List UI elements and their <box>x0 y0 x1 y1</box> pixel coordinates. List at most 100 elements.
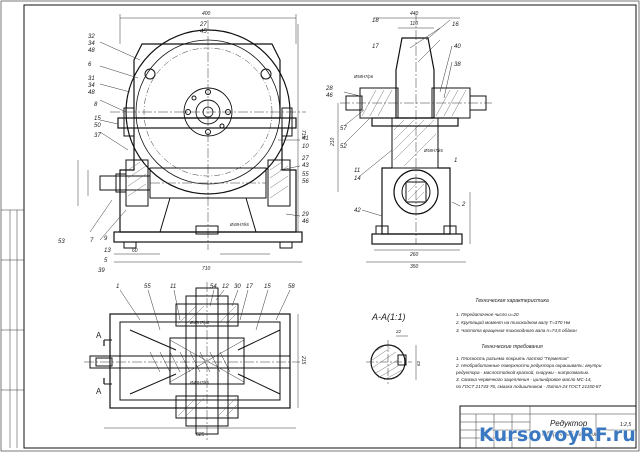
callout-s-5: 28 <box>325 86 333 92</box>
notes-req-3: 3. Смазка червячного зацепления - цилинд… <box>456 377 592 382</box>
callout-s-9: 11 <box>354 168 360 174</box>
callout-p-8: 58 <box>288 284 295 290</box>
callout-s-3: 40 <box>454 44 461 50</box>
notes-char-1: 2. Крутящий момент на тихоходном валу Т=… <box>455 319 571 325</box>
callout-fl-11: 7 <box>90 238 94 244</box>
callout-s-2: 16 <box>452 22 459 28</box>
dim-plan-width: 625 <box>196 432 205 438</box>
callout-fl-7: 8 <box>94 102 98 108</box>
notes-heading-req: Технические требования <box>481 344 543 350</box>
callout-ft-0: 27 <box>199 22 207 28</box>
callout-fr-2: 27 <box>301 156 309 162</box>
plan-view <box>84 282 300 440</box>
dim-plan-height: 215 <box>300 355 306 365</box>
front-callouts: 32 34 48 6 31 34 48 8 15 50 37 7 53 9 13… <box>58 22 309 274</box>
sheet-inner-frame <box>23 4 637 449</box>
side-callouts: 18 17 16 40 38 28 46 57 52 11 14 1 2 42 <box>325 18 466 214</box>
callout-fr-5: 56 <box>302 179 309 185</box>
dim-section-top: 22 <box>395 329 402 334</box>
callout-fr-1: 10 <box>302 144 309 150</box>
callout-fl-15: 5 <box>104 258 108 264</box>
callout-fl-3: 6 <box>88 62 92 68</box>
callout-fl-6: 48 <box>88 90 95 96</box>
callout-p-6: 17 <box>246 284 253 290</box>
title-block: Редуктор Сборочный чертеж 1:2,5 <box>459 405 637 449</box>
callout-fl-12: 53 <box>58 239 65 245</box>
front-view <box>77 14 306 263</box>
notes-req-1: 2. Необработанные поверхности редуктора … <box>455 363 602 368</box>
callout-s-12: 2 <box>461 202 466 208</box>
dim-side-height: 210 <box>330 137 336 147</box>
dim-front-width: 400 <box>202 11 211 17</box>
callout-s-4: 38 <box>454 62 461 68</box>
callout-s-7: 57 <box>340 126 347 132</box>
notes-req-2: редуктора - маслостойкой краской, снаруж… <box>455 369 589 375</box>
plan-dims: A A 625 215 <box>96 331 306 438</box>
callout-s-0: 18 <box>372 18 379 24</box>
callout-fr-4: 55 <box>302 172 309 178</box>
dim-side-total: 350 <box>410 264 419 270</box>
callout-fl-4: 31 <box>88 76 95 82</box>
dim-front-height: 715 <box>300 130 306 139</box>
dim-front-base: 710 <box>202 266 211 272</box>
fit-label-2: Ø48H7/k6 <box>229 222 250 227</box>
callout-p-0: 1 <box>116 284 119 290</box>
callout-fr-7: 46 <box>302 219 309 225</box>
side-dims: 440 110 260 350 210 <box>330 11 419 270</box>
callout-s-8: 52 <box>340 144 347 150</box>
callout-p-1: 55 <box>144 284 151 290</box>
title-scale: 1:2,5 <box>620 422 631 428</box>
callout-fr-6: 29 <box>301 212 309 218</box>
title-subtitle: Сборочный чертеж <box>542 431 598 438</box>
dim-side-top: 110 <box>410 21 418 27</box>
callout-fl-14: 13 <box>104 248 111 254</box>
title-name: Редуктор <box>550 419 588 428</box>
notes-char-2: 3. Частота вращения тихоходного вала n=7… <box>456 328 577 333</box>
callout-s-13: 42 <box>354 208 361 214</box>
dim-front-small: 60 <box>132 248 138 254</box>
notes-heading-char: Техническая характеристика <box>475 298 549 304</box>
callout-p-5: 30 <box>234 284 241 290</box>
front-dims: 400 710 60 715 <box>132 11 306 272</box>
plan-callouts: 1 55 11 54 12 30 17 15 58 <box>116 284 295 290</box>
notes-req-0: 1. Плоскость разъема покрыть пастой "Гер… <box>456 355 569 361</box>
callout-s-6: 46 <box>326 93 333 99</box>
callout-fr-0: 41 <box>302 136 309 142</box>
notes-char-0: 1. Передаточное число u=20 <box>456 312 519 317</box>
dim-side-base: 260 <box>409 252 419 258</box>
callout-fl-8: 15 <box>94 116 101 122</box>
callout-fl-16: 39 <box>98 268 105 274</box>
left-margin-strip <box>1 209 24 448</box>
side-view <box>337 14 492 263</box>
callout-p-4: 12 <box>222 284 229 290</box>
callout-fl-13: 9 <box>104 236 108 242</box>
callout-p-7: 15 <box>264 284 271 290</box>
callout-fr-3: 43 <box>302 163 309 169</box>
fit-label-4: Ø48H7/k6 <box>189 380 210 385</box>
section-marker-top: A <box>96 331 102 340</box>
watermark-logo: KursovoyRF.ru <box>478 424 636 446</box>
dim-section-side: 62 <box>416 360 421 366</box>
notes-req-4: по ГОСТ 21743-76, смазка подшипников - Л… <box>456 384 601 389</box>
callout-p-2: 11 <box>170 284 176 290</box>
callout-s-11: 1 <box>454 158 457 164</box>
section-marker-bottom: A <box>96 387 102 396</box>
callout-p-3: 54 <box>210 284 217 290</box>
callout-fl-0: 32 <box>88 34 95 40</box>
fit-label-1: Ø58H7/k6 <box>423 148 444 153</box>
callout-ft-1: 45 <box>200 29 207 35</box>
callout-s-1: 17 <box>372 44 379 50</box>
callout-fl-1: 34 <box>88 41 95 47</box>
callout-fl-5: 34 <box>88 83 95 89</box>
section-title: A-A(1:1) <box>371 312 406 322</box>
callout-fl-9: 50 <box>94 123 101 129</box>
tech-notes: Техническая характеристика 1. Передаточн… <box>455 298 602 389</box>
dim-side-width: 440 <box>410 11 419 17</box>
callout-s-10: 14 <box>354 176 361 182</box>
callout-fl-2: 48 <box>88 48 95 54</box>
section-a-a: A-A(1:1) 22 62 <box>366 312 421 384</box>
fit-label-0: Ø58H7/p6 <box>353 74 374 79</box>
callout-fl-10: 37 <box>94 133 101 139</box>
